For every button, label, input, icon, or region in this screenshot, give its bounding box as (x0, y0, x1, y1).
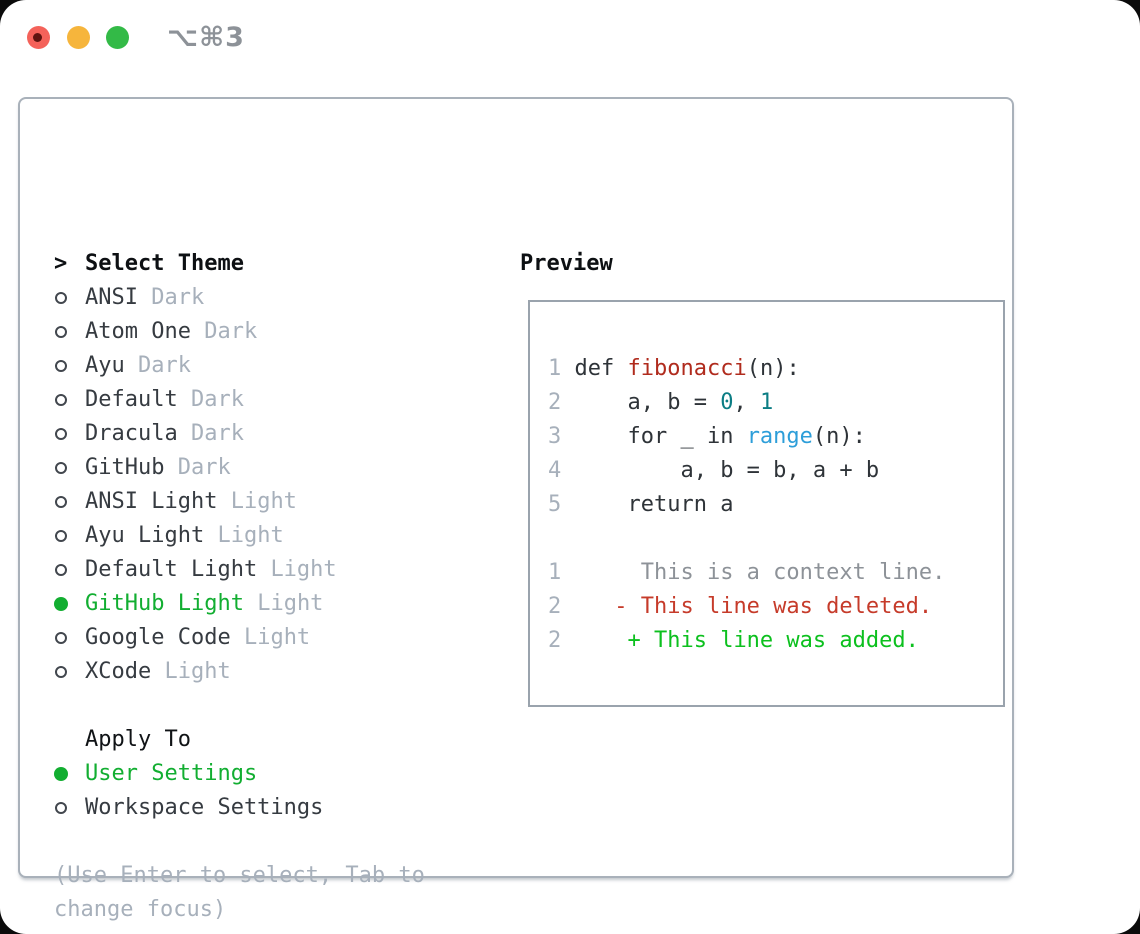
theme-option-default-light[interactable]: Default Light Light (54, 553, 504, 587)
option-label: ANSI (85, 285, 138, 310)
minimize-button[interactable] (67, 26, 90, 49)
apply-option-user-settings[interactable]: User Settings (54, 757, 504, 791)
code-line: 1 This is a context line. (548, 560, 946, 585)
theme-option-google-code[interactable]: Google Code Light (54, 621, 504, 655)
option-variant-label: Light (164, 659, 231, 684)
theme-option-default[interactable]: Default Dark (54, 383, 504, 417)
code-line (548, 522, 945, 556)
option-label: Google Code (85, 625, 231, 650)
radio-selected-icon (54, 597, 85, 611)
apply-option-workspace-settings[interactable]: Workspace Settings (54, 791, 504, 825)
radio-icon (54, 462, 85, 474)
theme-option-ayu[interactable]: Ayu Dark (54, 349, 504, 383)
option-variant-label: Light (270, 557, 337, 582)
radio-icon (54, 428, 85, 440)
radio-icon (54, 292, 85, 304)
radio-icon (54, 802, 85, 814)
prompt-icon: > (54, 251, 68, 276)
code-line: 3 for _ in range(n): (548, 424, 866, 449)
option-label: Atom One (85, 319, 191, 344)
theme-option-ayu-light[interactable]: Ayu Light Light (54, 519, 504, 553)
keyboard-hint: (Use Enter to select, Tab to change focu… (54, 859, 504, 927)
theme-option-ansi-light[interactable]: ANSI Light Light (54, 485, 504, 519)
option-variant-label: Dark (190, 387, 244, 412)
option-label: Default Light (85, 557, 258, 582)
spacer (54, 689, 504, 723)
code-line: 2 a, b = 0, 1 (548, 390, 774, 415)
code-line: 1 def fibonacci(n): (548, 356, 800, 381)
option-label: Ayu (85, 353, 125, 378)
option-variant-label: Dark (138, 353, 191, 378)
radio-icon (54, 394, 85, 406)
radio-icon (54, 360, 85, 372)
code-line: 4 a, b = b, a + b (548, 458, 880, 483)
option-label: XCode (85, 659, 152, 684)
radio-icon (54, 530, 85, 542)
close-button[interactable] (27, 26, 50, 49)
option-label: GitHub (85, 455, 165, 480)
option-label: User Settings (85, 761, 258, 786)
option-variant-label: Light (243, 625, 311, 650)
spacer (54, 825, 504, 859)
preview-code: 1 def fibonacci(n): 2 a, b = 0, 1 3 for _ … (548, 352, 945, 658)
code-line: 5 return a (548, 492, 734, 517)
theme-option-github-light[interactable]: GitHub Light Light (54, 587, 504, 621)
code-line: 2 + This line was added. (548, 628, 919, 653)
preview-title: Preview (520, 251, 613, 276)
option-variant-label: Dark (177, 455, 231, 480)
option-label: Default (85, 387, 178, 412)
theme-option-ansi[interactable]: ANSI Dark (54, 281, 504, 315)
hint-line-1: (Use Enter to select, Tab to (54, 863, 425, 888)
option-variant-label: Light (257, 591, 324, 616)
option-label: GitHub Light (85, 591, 244, 616)
option-variant-label: Light (230, 489, 297, 514)
option-label: ANSI Light (85, 489, 218, 514)
select-theme-header: > Select Theme (54, 247, 504, 281)
option-variant-label: Light (217, 523, 284, 548)
radio-icon (54, 666, 85, 678)
option-label: Workspace Settings (85, 795, 324, 820)
zoom-button[interactable] (106, 26, 129, 49)
radio-selected-icon (54, 767, 85, 781)
option-variant-label: Dark (151, 285, 205, 310)
apply-to-header: Apply To (54, 723, 504, 757)
theme-option-xcode[interactable]: XCode Light (54, 655, 504, 689)
option-variant-label: Dark (204, 319, 258, 344)
select-theme-title: Select Theme (85, 251, 244, 276)
option-label: Dracula (85, 421, 178, 446)
radio-icon (54, 564, 85, 576)
radio-icon (54, 496, 85, 508)
titlebar: ⌥⌘3 (0, 0, 1140, 74)
option-label: Ayu Light (85, 523, 205, 548)
theme-option-atom-one[interactable]: Atom One Dark (54, 315, 504, 349)
radio-icon (54, 632, 85, 644)
theme-option-github[interactable]: GitHub Dark (54, 451, 504, 485)
option-variant-label: Dark (190, 421, 244, 446)
apply-to-title: Apply To (85, 727, 191, 752)
radio-icon (54, 326, 85, 338)
keyboard-shortcut-label: ⌥⌘3 (167, 22, 245, 53)
code-line: 2 - This line was deleted. (548, 594, 933, 619)
hint-line-2: change focus) (54, 897, 227, 922)
theme-option-dracula[interactable]: Dracula Dark (54, 417, 504, 451)
preview-box: 1 def fibonacci(n): 2 a, b = 0, 1 3 for _ … (528, 300, 1005, 707)
